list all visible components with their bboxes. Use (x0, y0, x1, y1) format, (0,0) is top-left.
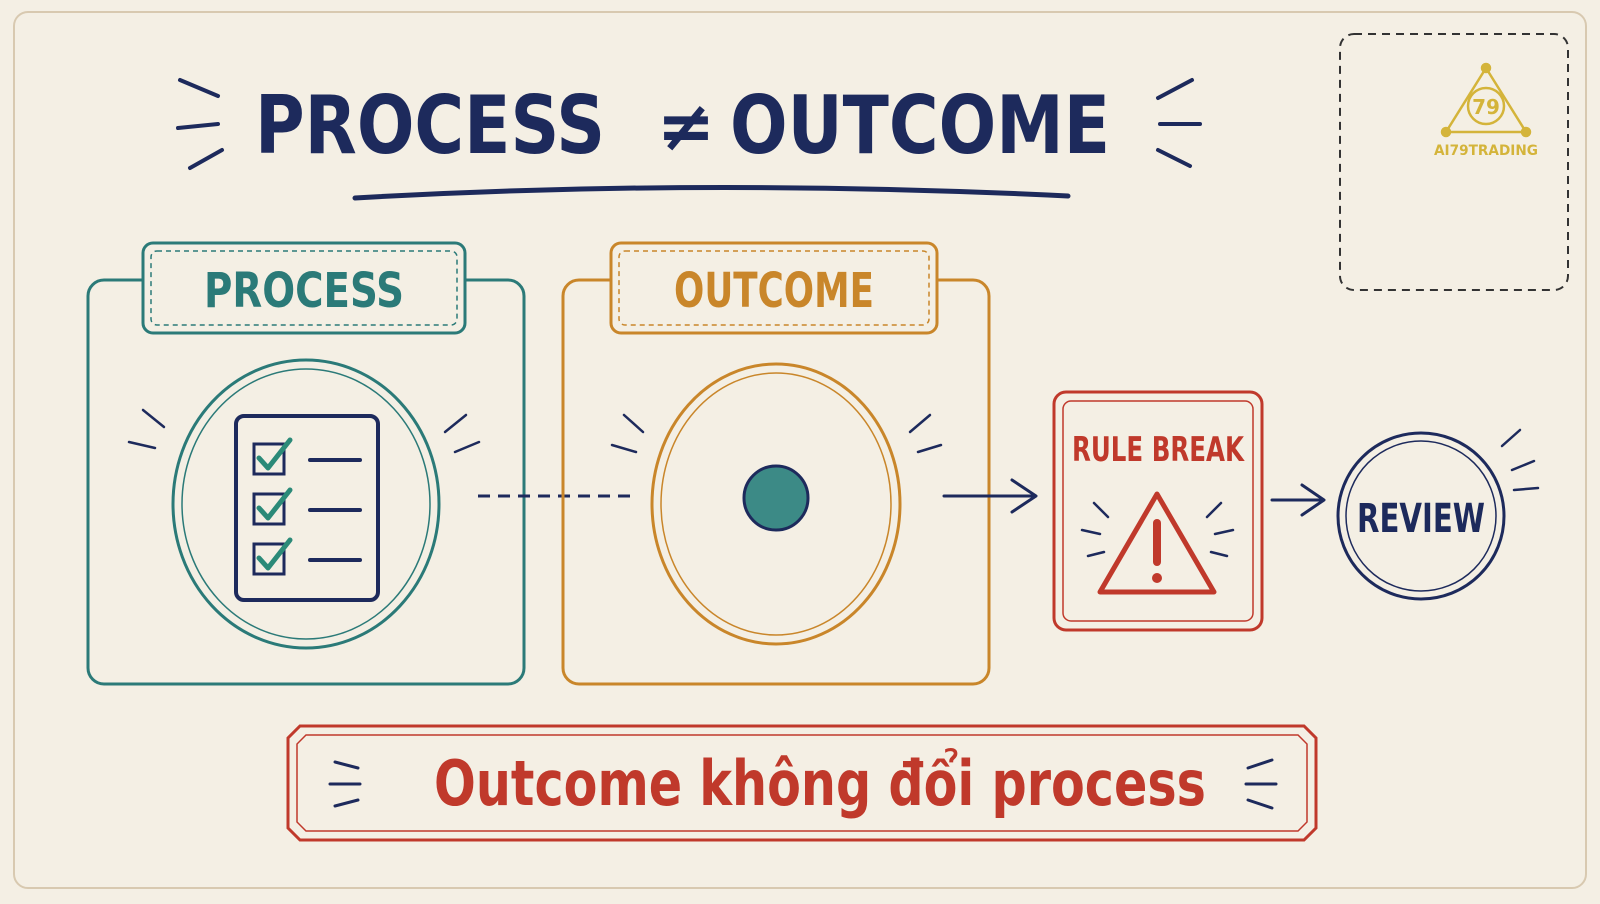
arrow-to-review-icon (1270, 483, 1326, 517)
outer-frame (13, 11, 1587, 889)
process-circle (171, 358, 441, 650)
process-burst-left-icon (127, 408, 166, 450)
review-burst-icon (1500, 428, 1540, 492)
checklist-icon (234, 414, 380, 602)
title-burst-right-icon (1156, 78, 1202, 168)
outcome-label: OUTCOME (674, 263, 874, 319)
banner-burst-right-icon (1244, 758, 1278, 810)
process-label: PROCESS (204, 263, 404, 319)
process-panel: PROCESS (86, 241, 526, 686)
bottom-banner: Outcome không đổi process (286, 724, 1318, 842)
process-burst-right-icon (443, 413, 481, 454)
title-outcome-text: OUTCOME (730, 79, 1110, 172)
logo-mark-text: 79 (1472, 95, 1500, 119)
logo-name-text: AI79TRADING (1434, 143, 1538, 159)
warning-burst-icon (1080, 501, 1235, 558)
title-process-text: PROCESS (255, 79, 605, 172)
banner-burst-left-icon (328, 760, 362, 808)
title-burst-left-icon (176, 78, 224, 170)
logo-emblem-icon (1440, 62, 1532, 138)
arrow-to-rule-break-icon (942, 478, 1038, 514)
rule-break-box: RULE BREAK (1052, 390, 1264, 632)
title-not-equal-symbol: ≠ (657, 85, 716, 167)
outcome-burst-right-icon (908, 413, 943, 454)
review-circle: REVIEW (1336, 428, 1540, 601)
outcome-burst-left-icon (610, 413, 645, 454)
rule-break-label: RULE BREAK (1072, 430, 1245, 470)
review-label: REVIEW (1357, 496, 1485, 542)
outcome-label-tag: OUTCOME (609, 241, 939, 335)
logo-box: 79 AI79TRADING (1339, 33, 1569, 291)
title-group: PROCESS ≠ OUTCOME (176, 78, 1202, 201)
process-label-tag: PROCESS (141, 241, 467, 335)
outcome-panel: OUTCOME (561, 241, 991, 686)
title-underline (352, 184, 1071, 201)
banner-text: Outcome không đổi process (434, 747, 1206, 820)
target-circle-icon (650, 362, 902, 646)
warning-triangle-icon (1097, 491, 1217, 595)
